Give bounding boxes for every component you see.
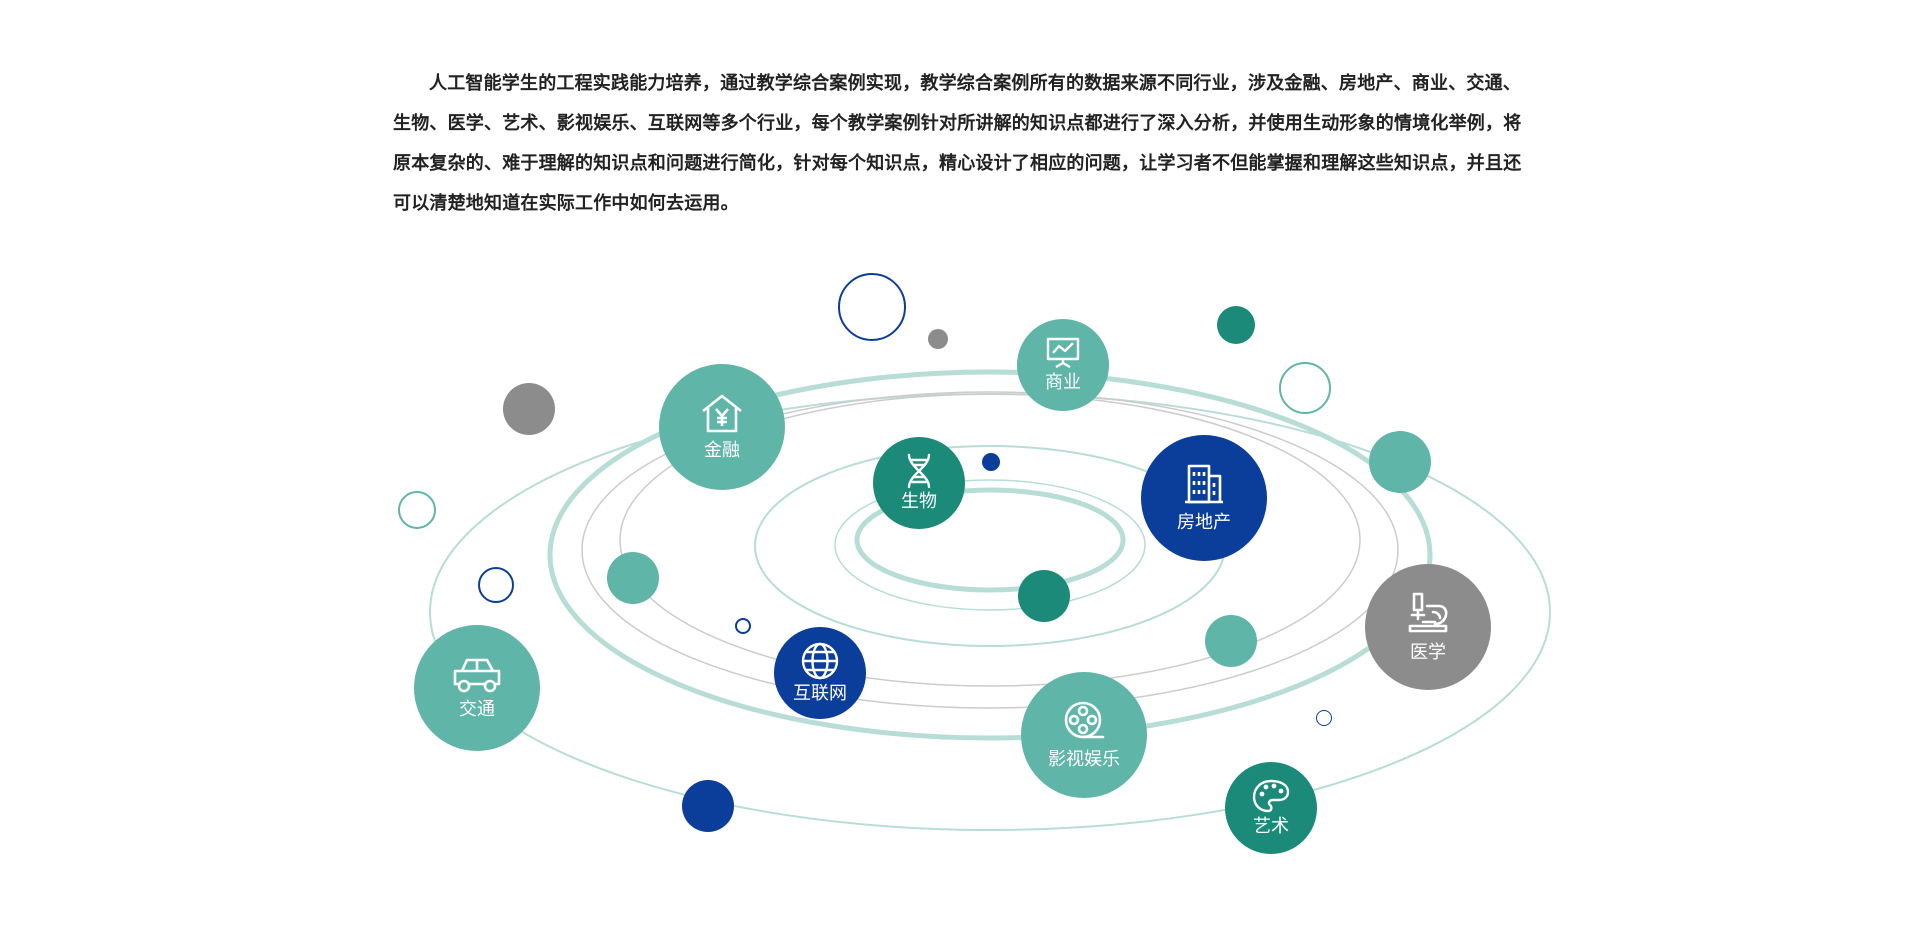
- decor-ring: [1279, 362, 1331, 414]
- industry-label: 医学: [1410, 642, 1446, 663]
- industry-label: 艺术: [1253, 816, 1289, 837]
- industry-node-transport: 交通: [414, 625, 540, 751]
- dna-icon: [903, 453, 935, 489]
- orbit-ring-2: [619, 393, 1361, 687]
- decor-ring: [398, 491, 436, 529]
- decor-ring: [1316, 710, 1332, 726]
- decor-dot: [1217, 306, 1255, 344]
- orbit-ring-0: [834, 479, 1146, 611]
- decor-dot: [1205, 615, 1257, 667]
- presentation-board-icon: [1044, 336, 1082, 370]
- orbit-ring-3-inner: [581, 391, 1399, 709]
- intro-paragraph: 人工智能学生的工程实践能力培养，通过教学综合案例实现，教学综合案例所有的数据来源…: [393, 73, 1522, 214]
- industry-node-biology: 生物: [873, 437, 965, 529]
- industry-node-internet: 互联网: [774, 627, 866, 719]
- decor-dot: [607, 552, 659, 604]
- globe-icon: [800, 641, 840, 681]
- house-yen-icon: [699, 392, 745, 434]
- industry-label: 交通: [459, 699, 495, 720]
- palette-icon: [1252, 778, 1290, 814]
- orbit-ring-3: [547, 369, 1433, 741]
- decor-dot: [1369, 431, 1431, 493]
- decor-ring: [735, 618, 751, 634]
- industry-node-real-estate: 房地产: [1141, 435, 1267, 561]
- industry-node-medicine: 医学: [1365, 564, 1491, 690]
- decor-dot: [503, 383, 555, 435]
- industry-label: 互联网: [793, 683, 847, 704]
- office-building-icon: [1182, 462, 1226, 506]
- industry-label: 生物: [901, 491, 937, 512]
- industry-label: 影视娱乐: [1048, 749, 1120, 770]
- industry-label: 商业: [1045, 372, 1081, 393]
- decor-ring: [838, 273, 906, 341]
- industry-node-art: 艺术: [1225, 762, 1317, 854]
- car-icon: [450, 655, 504, 693]
- orbit-core: [854, 487, 1126, 593]
- industry-node-entertainment: 影视娱乐: [1021, 672, 1147, 798]
- industry-label: 金融: [704, 440, 740, 461]
- decor-ring: [478, 567, 514, 603]
- decor-dot: [682, 780, 734, 832]
- decor-dot: [928, 329, 948, 349]
- microscope-icon: [1405, 590, 1451, 636]
- industry-node-business: 商业: [1017, 319, 1109, 411]
- industry-node-finance: 金融: [659, 364, 785, 490]
- decor-dot: [1018, 570, 1070, 622]
- industry-label: 房地产: [1177, 512, 1231, 533]
- decor-dot: [982, 453, 1000, 471]
- film-reel-icon: [1062, 699, 1106, 743]
